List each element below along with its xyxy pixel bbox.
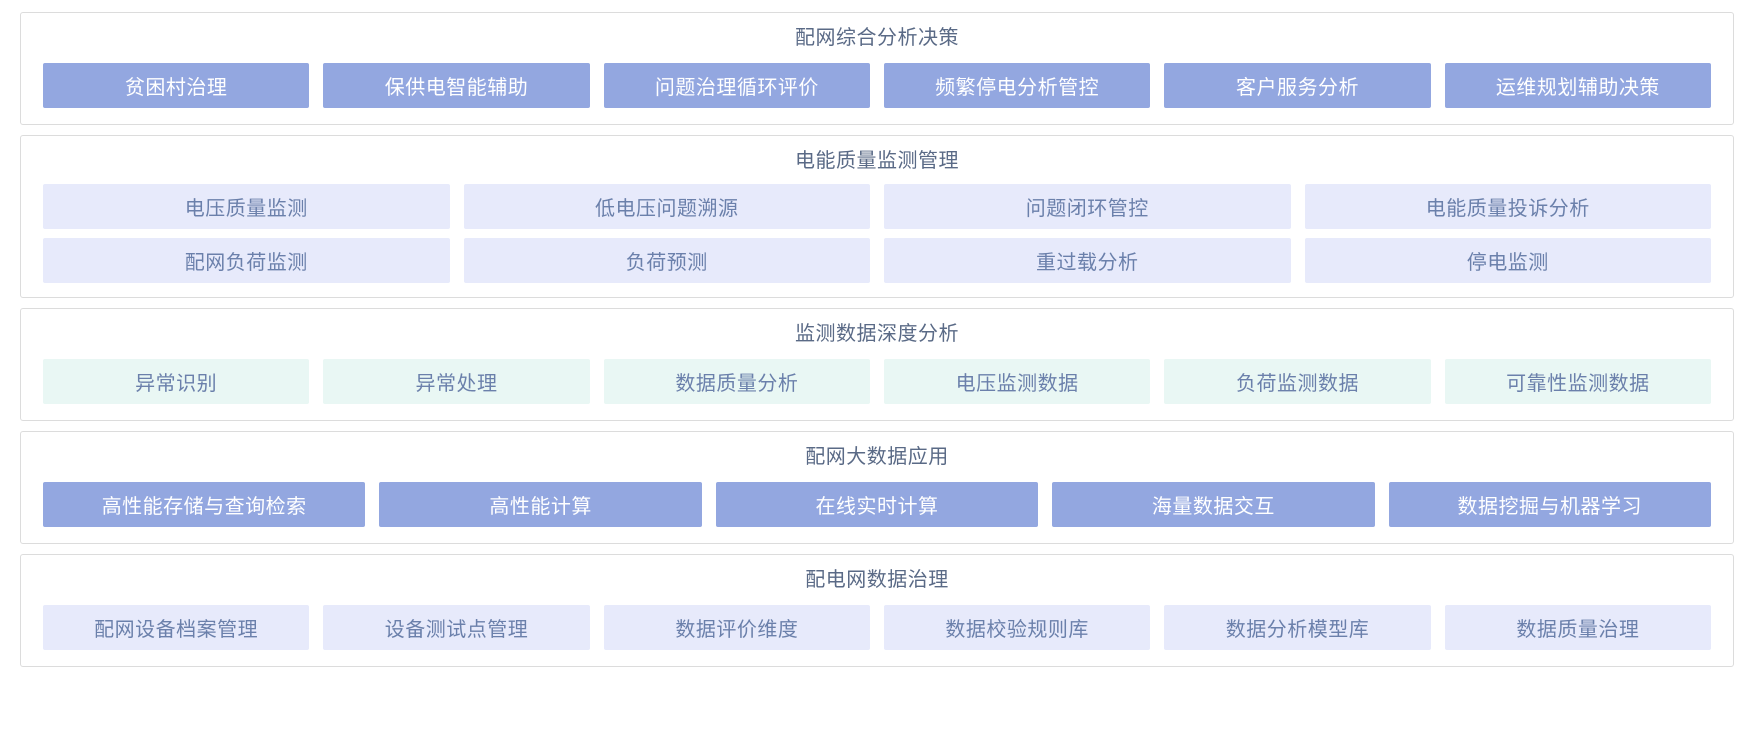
- tile-button[interactable]: 电压质量监测: [43, 184, 450, 229]
- tile-button[interactable]: 配网负荷监测: [43, 238, 450, 283]
- tile-button[interactable]: 低电压问题溯源: [463, 184, 870, 229]
- tile-button[interactable]: 数据评价维度: [603, 605, 870, 650]
- tile-button[interactable]: 设备测试点管理: [323, 605, 590, 650]
- tile-grid: 异常识别异常处理数据质量分析电压监测数据负荷监测数据可靠性监测数据: [43, 359, 1711, 404]
- tile-button[interactable]: 数据校验规则库: [884, 605, 1151, 650]
- tile-button[interactable]: 电压监测数据: [884, 359, 1151, 404]
- section-title: 配网大数据应用: [805, 446, 949, 468]
- tile-button[interactable]: 问题闭环管控: [884, 184, 1291, 229]
- tile-button[interactable]: 停电监测: [1304, 238, 1711, 283]
- tile-button[interactable]: 数据质量治理: [1444, 605, 1711, 650]
- tile-button[interactable]: 客户服务分析: [1164, 63, 1431, 108]
- tile-button[interactable]: 重过载分析: [884, 238, 1291, 283]
- tile-button[interactable]: 异常识别: [43, 359, 310, 404]
- tile-button[interactable]: 频繁停电分析管控: [884, 63, 1151, 108]
- section-title: 监测数据深度分析: [795, 323, 959, 345]
- tile-button[interactable]: 数据质量分析: [603, 359, 870, 404]
- tile-button[interactable]: 电能质量投诉分析: [1304, 184, 1711, 229]
- tile-grid: 配网设备档案管理设备测试点管理数据评价维度数据校验规则库数据分析模型库数据质量治…: [43, 605, 1711, 650]
- tile-button[interactable]: 保供电智能辅助: [323, 63, 590, 108]
- tile-button[interactable]: 数据挖掘与机器学习: [1388, 482, 1711, 527]
- section-title: 配电网数据治理: [805, 569, 949, 591]
- tile-button[interactable]: 海量数据交互: [1052, 482, 1375, 527]
- tile-grid: 贫困村治理保供电智能辅助问题治理循环评价频繁停电分析管控客户服务分析运维规划辅助…: [43, 63, 1711, 108]
- tile-button[interactable]: 贫困村治理: [43, 63, 310, 108]
- tile-grid: 电压质量监测低电压问题溯源问题闭环管控电能质量投诉分析配网负荷监测负荷预测重过载…: [43, 184, 1711, 283]
- tile-button[interactable]: 配网设备档案管理: [43, 605, 310, 650]
- section-title: 配网综合分析决策: [795, 27, 959, 49]
- tile-button[interactable]: 高性能计算: [379, 482, 702, 527]
- tile-grid: 高性能存储与查询检索高性能计算在线实时计算海量数据交互数据挖掘与机器学习: [43, 482, 1711, 527]
- tile-button[interactable]: 负荷预测: [463, 238, 870, 283]
- tile-button[interactable]: 可靠性监测数据: [1444, 359, 1711, 404]
- tile-button[interactable]: 负荷监测数据: [1164, 359, 1431, 404]
- section-4: 配电网数据治理配网设备档案管理设备测试点管理数据评价维度数据校验规则库数据分析模…: [20, 554, 1734, 667]
- tile-button[interactable]: 异常处理: [323, 359, 590, 404]
- tile-button[interactable]: 运维规划辅助决策: [1444, 63, 1711, 108]
- tile-button[interactable]: 高性能存储与查询检索: [43, 482, 366, 527]
- section-title: 电能质量监测管理: [795, 150, 959, 172]
- tile-button[interactable]: 问题治理循环评价: [603, 63, 870, 108]
- tile-button[interactable]: 数据分析模型库: [1164, 605, 1431, 650]
- section-0: 配网综合分析决策贫困村治理保供电智能辅助问题治理循环评价频繁停电分析管控客户服务…: [20, 12, 1734, 125]
- section-2: 监测数据深度分析异常识别异常处理数据质量分析电压监测数据负荷监测数据可靠性监测数…: [20, 308, 1734, 421]
- section-1: 电能质量监测管理电压质量监测低电压问题溯源问题闭环管控电能质量投诉分析配网负荷监…: [20, 135, 1734, 298]
- section-3: 配网大数据应用高性能存储与查询检索高性能计算在线实时计算海量数据交互数据挖掘与机…: [20, 431, 1734, 544]
- tile-button[interactable]: 在线实时计算: [715, 482, 1039, 527]
